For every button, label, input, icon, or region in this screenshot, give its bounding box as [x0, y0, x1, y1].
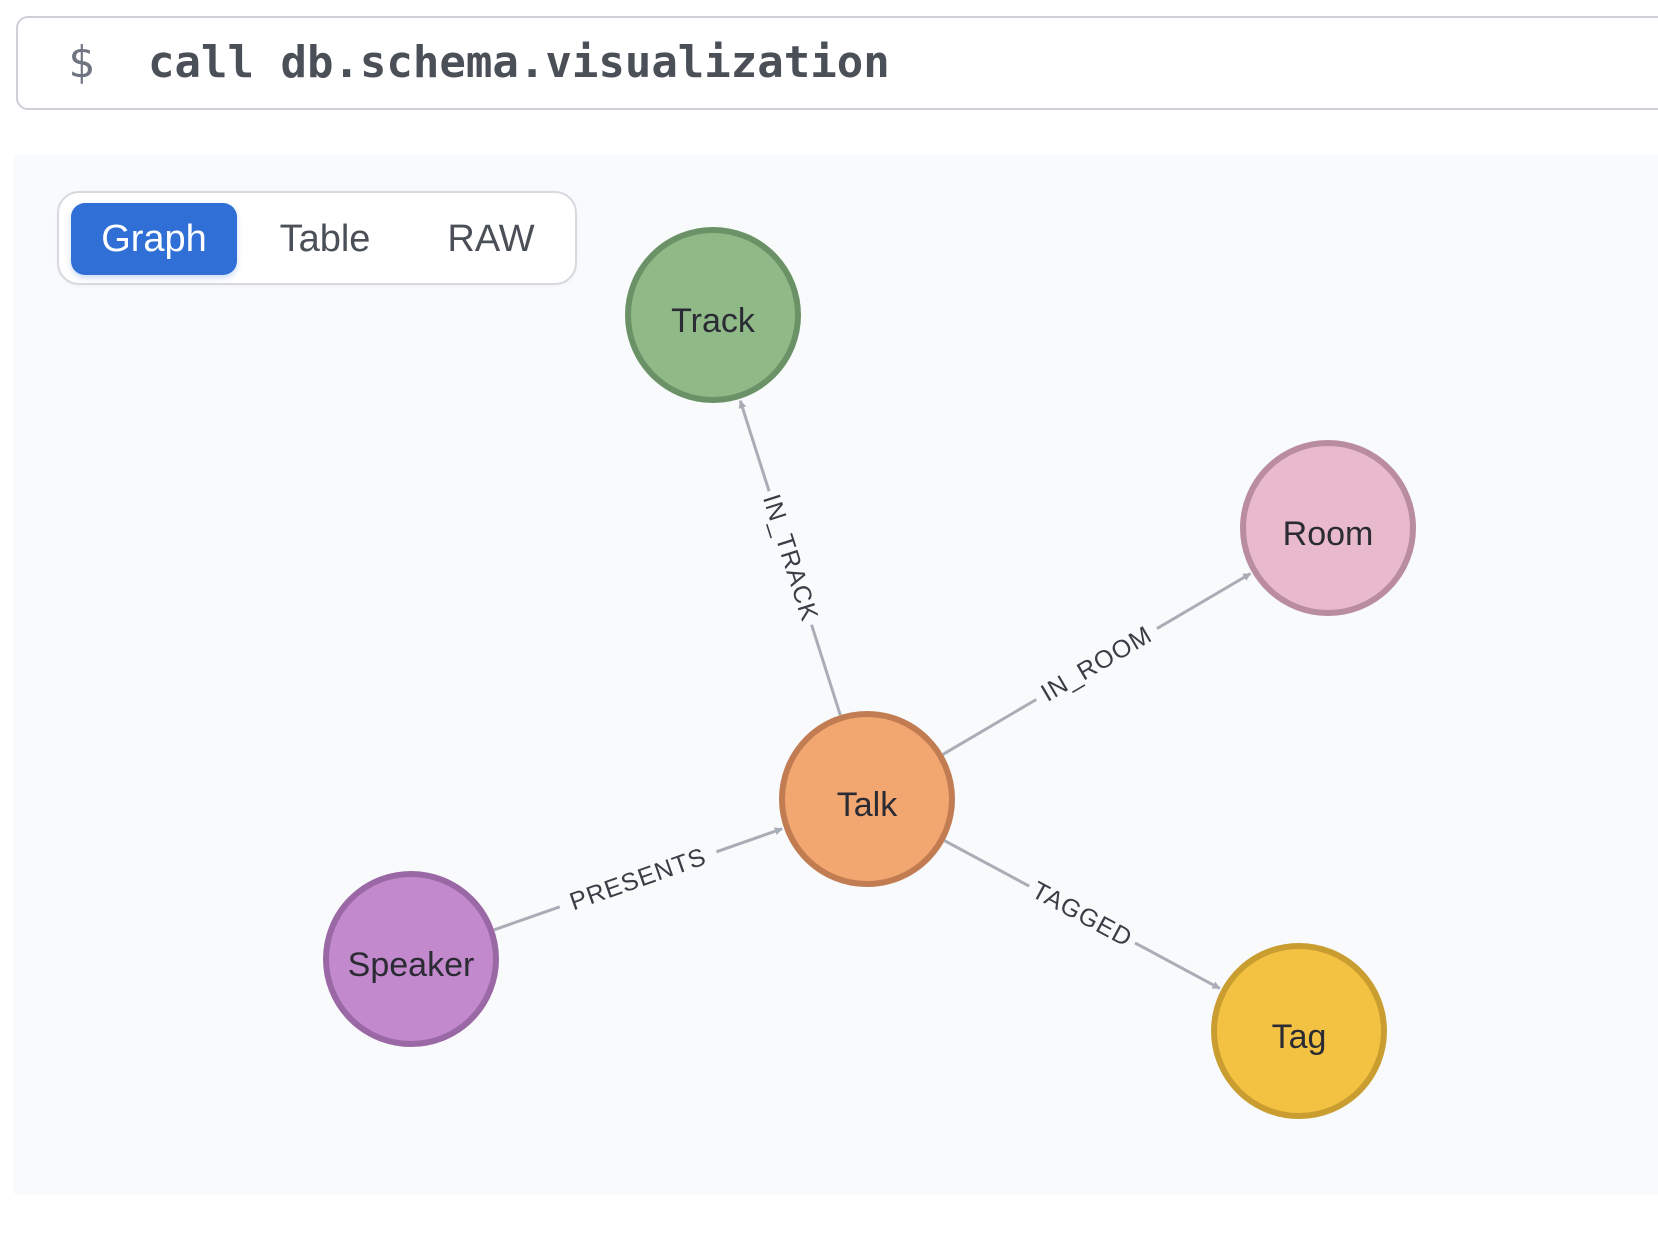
node-label: Room — [1283, 515, 1374, 553]
relationship-arrow — [715, 827, 783, 854]
node-track[interactable]: Track — [625, 227, 801, 403]
relationship-line-start — [943, 839, 1030, 888]
relationship-arrow — [1156, 572, 1252, 630]
relationship-in-track[interactable]: IN_TRACK — [738, 400, 842, 716]
relationship-arrow — [738, 400, 771, 492]
command-bar[interactable]: $ call db.schema.visualization — [16, 16, 1658, 110]
relationship-line-start — [493, 905, 561, 932]
node-circle[interactable] — [625, 227, 801, 403]
relationships-layer: IN_TRACK IN_ROOM PRESENTS TAGGED — [493, 400, 1252, 990]
tab-raw[interactable]: RAW — [447, 218, 535, 260]
node-circle[interactable] — [323, 871, 499, 1047]
node-tag[interactable]: Tag — [1211, 943, 1387, 1119]
node-circle[interactable] — [1240, 440, 1416, 616]
view-toggle: Graph Table RAW — [57, 191, 577, 285]
relationship-label: IN_ROOM — [1036, 621, 1157, 708]
relationship-label: IN_TRACK — [757, 491, 824, 625]
relationship-presents[interactable]: PRESENTS — [493, 827, 783, 932]
relationship-line-start — [942, 698, 1038, 756]
node-label: Talk — [837, 786, 898, 824]
relationship-line-start — [810, 624, 842, 716]
node-circle[interactable] — [779, 711, 955, 887]
relationship-arrow — [1134, 941, 1221, 990]
node-circle[interactable] — [1211, 943, 1387, 1119]
command-text[interactable]: call db.schema.visualization — [148, 37, 890, 88]
relationship-in-room[interactable]: IN_ROOM — [942, 572, 1252, 756]
tab-table[interactable]: Table — [279, 218, 371, 260]
relationship-label: PRESENTS — [566, 842, 710, 916]
node-room[interactable]: Room — [1240, 440, 1416, 616]
tab-graph[interactable]: Graph — [71, 203, 237, 275]
relationship-tagged[interactable]: TAGGED — [943, 839, 1221, 990]
node-label: Speaker — [348, 946, 475, 984]
node-talk[interactable]: Talk — [779, 711, 955, 887]
prompt-symbol: $ — [68, 37, 95, 88]
node-speaker[interactable]: Speaker — [323, 871, 499, 1047]
node-label: Tag — [1272, 1018, 1327, 1056]
node-label: Track — [671, 302, 756, 340]
relationship-label: TAGGED — [1027, 876, 1137, 953]
